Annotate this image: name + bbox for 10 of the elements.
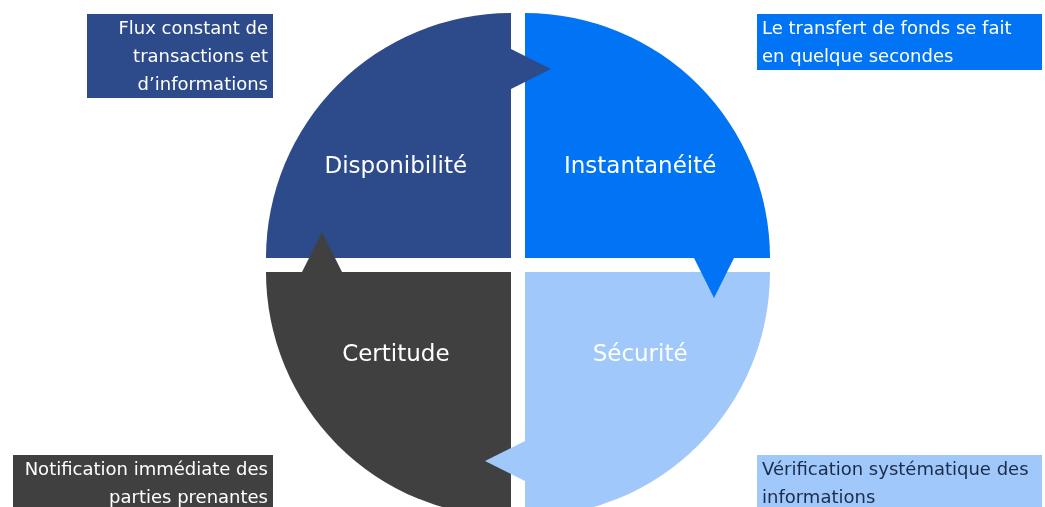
segment-title: Sécurité [592, 339, 688, 366]
callout-text: Vérification systématique des informations [757, 455, 1042, 507]
segment-title: Disponibilité [324, 151, 468, 178]
segment-title: Instantanéité [563, 151, 717, 178]
callout-text: Le transfert de fonds se fait en quelque secondes [757, 14, 1042, 70]
callout-text: Notification immédiate des parties prenantes [13, 455, 273, 507]
quadrant-segment [266, 13, 511, 258]
callout-text: Flux constant de transactions et d’informations [87, 14, 273, 98]
quadrant-segment [266, 272, 511, 507]
segment-title: Certitude [342, 339, 450, 366]
